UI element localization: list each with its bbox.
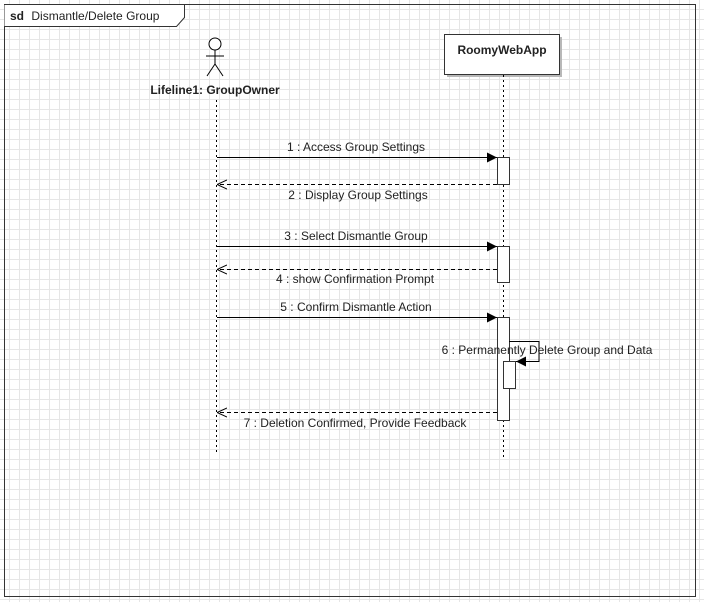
message-3: 3 : Select Dismantle Group: [217, 229, 497, 252]
actor-label: Lifeline1: GroupOwner: [150, 83, 280, 97]
activation-bar-nested: [503, 361, 516, 389]
message-4: 4 : show Confirmation Prompt: [217, 270, 497, 286]
system-box: [444, 34, 560, 75]
message-5: 5 : Confirm Dismantle Action: [217, 300, 497, 323]
message-7: 7 : Deletion Confirmed, Provide Feedback: [217, 413, 497, 430]
message-3-label: 3 : Select Dismantle Group: [284, 229, 428, 243]
activation-bar-1: [497, 157, 510, 185]
system-label: RoomyWebApp: [457, 43, 546, 57]
activation-bar-2: [497, 246, 510, 283]
message-4-label: 4 : show Confirmation Prompt: [276, 272, 435, 286]
message-6-arrow: [509, 341, 540, 367]
actor-lifeline: Lifeline1: GroupOwner: [150, 37, 280, 453]
svg-text:sd Dismantle/Delete Grou: sd Dismantle/Delete Group: [10, 9, 160, 23]
message-2: 2 : Display Group Settings: [217, 185, 497, 202]
message-7-label: 7 : Deletion Confirmed, Provide Feedback: [244, 416, 468, 430]
system-lifeline: RoomyWebApp: [444, 34, 562, 458]
message-6: 6 : Permanently Delete Group and Data: [442, 341, 653, 367]
message-2-label: 2 : Display Group Settings: [288, 188, 427, 202]
message-1-label: 1 : Access Group Settings: [287, 140, 425, 154]
message-1: 1 : Access Group Settings: [217, 140, 497, 163]
frame-keyword: sd: [10, 9, 24, 23]
frame-tab: [4, 4, 185, 27]
frame: sd Dismantle/Delete Group: [4, 4, 696, 597]
actor-icon: [206, 37, 224, 77]
message-5-label: 5 : Confirm Dismantle Action: [280, 300, 431, 314]
frame-title: Dismantle/Delete Group: [31, 9, 159, 23]
frame-border: [4, 4, 696, 597]
message-6-label: 6 : Permanently Delete Group and Data: [442, 343, 653, 357]
